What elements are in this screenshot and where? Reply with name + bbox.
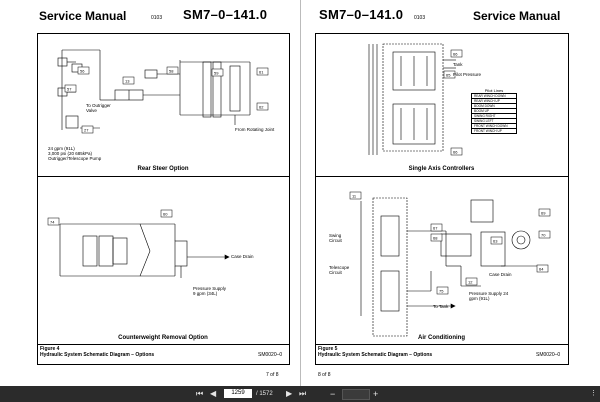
pilot-line-row: BOOM UP [472,108,516,113]
pilot-line-label: REAR WINCH UP [474,99,500,103]
pilot-line-row: FRONT WINCH UP [472,128,516,133]
zoom-in-icon[interactable]: + [373,389,379,399]
label-pilot-pressure: Pilot Pressure [453,72,482,77]
figure-caption: Figure 4 Hydraulic System Schematic Diag… [40,346,200,358]
zoom-level-box[interactable] [342,389,370,400]
last-page-icon[interactable]: ⏭ [299,389,307,398]
label-outrigger-valve: To Outrigger Valve [86,103,111,113]
caption-single-axis: Single Axis Controllers [408,166,475,172]
header-doc-number: SM7–0–141.0 [319,7,404,22]
label-to-tank: To Tank [433,304,449,309]
callout-12: 12 [468,280,473,285]
single-axis-controllers-schematic: 66 65 66 [368,43,463,156]
callout-69: 69 [541,211,546,216]
header-title: Service Manual [39,9,127,23]
manual-page-left: Service Manual 0103 SM7–0–141.0 [0,0,301,386]
callout-56: 56 [80,69,85,74]
callout-63: 63 [493,239,498,244]
figure-code: SM0020–0 [258,352,283,358]
callout-57: 57 [67,87,72,92]
callout-62: 62 [259,105,264,110]
pdf-viewer-toolbar: ⏮ ◀ / 1572 ▶ ⏭ − + ⋮ [0,386,600,402]
pilot-line-row: REAR WINCH UP [472,98,516,103]
pilot-line-label: FRONT WINCH DOWN [474,124,508,128]
rear-steer-schematic: 56 57 27 13 58 59 61 62 [57,49,269,134]
callout-61: 61 [259,70,264,75]
figure-caption-divider [37,344,289,345]
figure-title: Hydraulic System Schematic Diagram – Opt… [40,352,155,358]
air-conditioning-schematic: 11 67 68 63 69 70 64 12 75 [349,191,551,337]
section-divider [37,176,289,177]
figure-number: Figure 4 [40,346,60,352]
pilot-line-row: SWING LEFT [472,118,516,123]
page-number: 7 of 8 [266,372,279,378]
pilot-line-row: REAR WINCH DOWN [472,94,516,98]
pilot-line-label: REAR WINCH DOWN [474,94,506,98]
figure-frame [315,33,569,365]
callout-67: 67 [433,226,438,231]
callout-66-top: 66 [453,52,458,57]
pilot-line-label: BOOM UP [474,109,490,113]
header-date: 0103 [414,15,426,21]
callout-60: 60 [163,212,168,217]
page-number-input[interactable] [224,389,252,398]
figure-title: Hydraulic System Schematic Diagram – Opt… [318,352,433,358]
callout-58: 58 [169,69,174,74]
caption-counterweight: Counterweight Removal Option [118,335,208,341]
callout-75: 75 [439,289,444,294]
callout-59: 59 [214,71,219,76]
pilot-lines-title: Pilot Lines [484,88,504,93]
page-total: / 1572 [256,391,273,397]
callout-66-bottom: 66 [453,150,458,155]
label-case-drain: Case Drain [231,254,254,259]
callout-13: 13 [125,79,130,84]
zoom-out-icon[interactable]: − [330,389,336,399]
figure-number: Figure 5 [318,346,338,352]
label-rotating-joint: From Rotating Joint [235,127,275,132]
header-date: 0103 [151,15,163,21]
callout-74: 74 [50,220,55,225]
manual-page-right: SM7–0–141.0 0103 Service Manual 66 [301,0,600,386]
label-tank: Tank [453,62,463,67]
figure-code: SM0020–0 [536,352,561,358]
callout-65: 65 [446,73,451,78]
pilot-line-row: SWING RIGHT [472,113,516,118]
first-page-icon[interactable]: ⏮ [196,389,204,398]
label-swing-circuit: Swing Circuit [329,233,342,243]
header-doc-number: SM7–0–141.0 [183,7,268,22]
previous-page-icon[interactable]: ◀ [210,389,217,398]
label-pressure-supply: Pressure Supply 24 gpm (91L) [469,291,509,301]
counterweight-schematic: 74 60 [47,209,230,278]
pilot-line-row: BOOM DOWN [472,103,516,108]
label-pump-spec: 24 gpm (91L) 3,000 psi (20 685kPa) Outri… [48,146,102,161]
next-page-icon[interactable]: ▶ [286,389,293,398]
figure-caption-divider [315,344,568,345]
callout-68: 68 [433,236,438,241]
label-pressure-supply: Pressure Supply 9 gpm (34L) [193,286,227,296]
figure-caption: Figure 5 Hydraulic System Schematic Diag… [318,346,478,358]
label-case-drain: Case Drain [489,272,512,277]
label-telescope-circuit: Telescope Circuit [329,265,350,275]
pilot-line-label: SWING RIGHT [474,114,496,118]
callout-27: 27 [84,128,89,133]
more-options-icon[interactable]: ⋮ [590,390,597,397]
pilot-line-label: BOOM DOWN [474,104,495,108]
callout-64: 64 [539,267,544,272]
caption-rear-steer: Rear Steer Option [137,166,189,172]
callout-70: 70 [541,233,546,238]
page-number: 8 of 8 [318,372,331,378]
caption-air-conditioning: Air Conditioning [418,335,465,341]
pilot-line-label: FRONT WINCH UP [474,129,502,133]
callout-11: 11 [352,194,357,199]
pilot-line-row: FRONT WINCH DOWN [472,123,516,128]
pilot-line-label: SWING LEFT [474,119,494,123]
section-divider [315,176,568,177]
figure-frame [37,33,290,365]
header-title: Service Manual [473,9,561,23]
